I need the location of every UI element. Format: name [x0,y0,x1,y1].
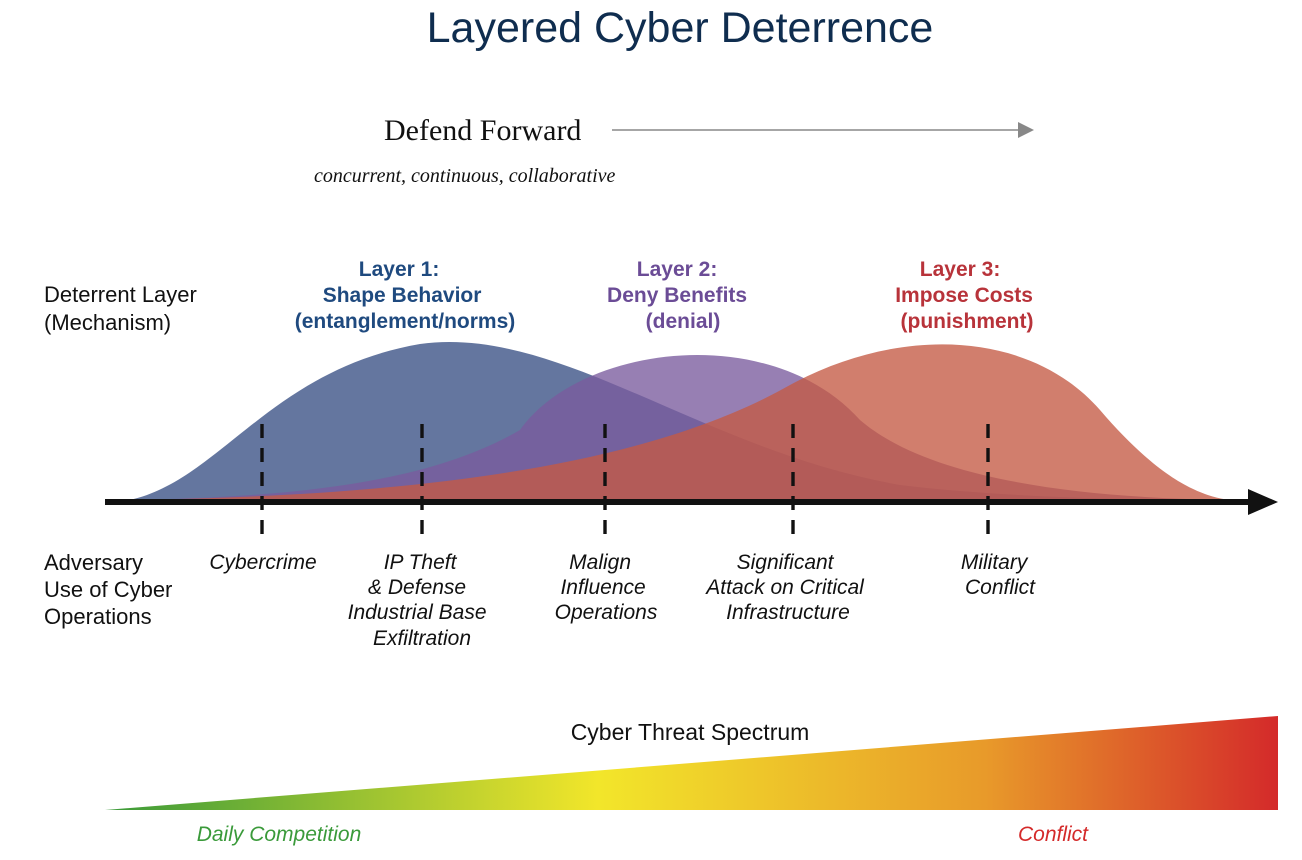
marker-label-line: Malign [569,551,631,574]
marker-label-line: IP Theft [384,551,458,574]
marker-label-cybercrime: Cybercrime [209,551,316,574]
marker-label-line: Infrastructure [726,601,850,624]
layer-2-line: Deny Benefits [607,284,747,307]
marker-label-line: Attack on Critical [704,576,865,599]
marker-label-line: Industrial Base [348,601,487,624]
marker-lines [260,424,990,540]
marker-label-line: & Defense [368,576,466,599]
layer-1-line: Shape Behavior [323,284,482,307]
marker-label-line: Influence [560,576,645,599]
marker-label-line: Military [961,551,1029,574]
marker-labels: Cybercrime IP Theft & Defense Industrial… [209,551,1036,650]
layer-3-line: Layer 3: [920,258,1001,281]
layer-3-line: Impose Costs [895,284,1033,307]
marker-label-line: Cybercrime [209,551,316,574]
adversary-use-line: Use of Cyber [44,577,172,602]
marker-label-line: Exfiltration [373,627,471,650]
marker-label-ip-theft: IP Theft & Defense Industrial Base Exfil… [348,551,493,650]
deterrent-layer-label: Deterrent Layer (Mechanism) [44,282,203,335]
adversary-use-label: Adversary Use of Cyber Operations [44,550,179,629]
deterrent-layer-line: (Mechanism) [44,310,171,335]
layer-1-heading: Layer 1: Shape Behavior (entanglement/no… [295,258,516,333]
marker-label-critical-infrastructure: Significant Attack on Critical Infrastru… [704,551,869,624]
layer-1-line: (entanglement/norms) [295,310,516,333]
marker-label-line: Conflict [965,576,1036,599]
deterrent-layer-line: Deterrent Layer [44,282,197,307]
spectrum-label: Cyber Threat Spectrum [571,719,810,745]
spectrum-end-label: Conflict [1018,823,1089,846]
page-title: Layered Cyber Deterrence [427,4,934,52]
spectrum-wedge [105,716,1278,810]
defend-forward-subtitle: concurrent, continuous, collaborative [314,165,616,187]
layer-3-curve [130,344,1230,500]
spectrum-start-label: Daily Competition [197,823,362,846]
marker-label-military-conflict: Military Conflict [961,551,1036,599]
marker-label-malign-influence: Malign Influence Operations [555,551,658,624]
layer-2-heading: Layer 2: Deny Benefits (denial) [607,258,753,333]
spectrum-axis [105,489,1278,515]
layer-1-line: Layer 1: [359,258,440,281]
defend-forward-label: Defend Forward [384,114,581,147]
marker-label-line: Significant [737,551,835,574]
adversary-use-line: Adversary [44,550,143,575]
layer-curves [130,342,1230,500]
layer-3-line: (punishment) [901,310,1034,333]
layer-2-line: Layer 2: [637,258,718,281]
marker-label-line: Operations [555,601,658,624]
defend-forward-arrow [612,122,1034,138]
layer-3-heading: Layer 3: Impose Costs (punishment) [895,258,1039,333]
layer-2-line: (denial) [646,310,721,333]
adversary-use-line: Operations [44,604,152,629]
axis-arrowhead [1248,489,1278,515]
layer-2-curve [130,355,1230,500]
